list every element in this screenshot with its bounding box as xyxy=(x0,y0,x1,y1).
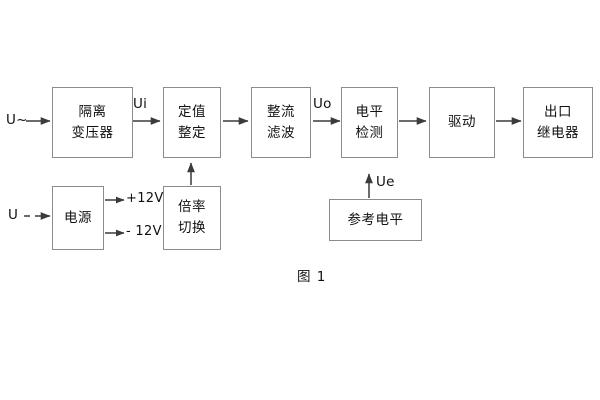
block-setting-value-line-2: 整定 xyxy=(178,124,206,141)
label-input-dc: U xyxy=(8,207,19,223)
block-output-relay: 出口 继电器 xyxy=(523,87,593,158)
block-level-detection-line-2: 检测 xyxy=(355,124,384,141)
block-rectify-filter-line-2: 滤波 xyxy=(267,124,295,141)
label-uo: Uo xyxy=(313,96,332,112)
block-isolation-transformer: 隔离 变压器 xyxy=(52,87,133,158)
block-drive: 驱动 xyxy=(429,87,495,158)
block-rectify-filter-line-1: 整流 xyxy=(267,103,295,120)
block-level-detection-line-1: 电平 xyxy=(355,103,384,120)
block-output-relay-line-1: 出口 xyxy=(544,103,572,120)
figure-caption: 图 1 xyxy=(297,269,327,285)
block-setting-value-line-1: 定值 xyxy=(178,103,206,120)
label-ui: Ui xyxy=(133,96,148,112)
label-input-ac: U~ xyxy=(6,112,28,128)
block-rectify-filter: 整流 滤波 xyxy=(251,87,311,158)
block-power-supply-line-1: 电源 xyxy=(64,209,92,226)
block-multiplier-switch-line-2: 切换 xyxy=(178,220,206,236)
block-reference-level-line-1: 参考电平 xyxy=(347,211,404,228)
label-ue: Ue xyxy=(376,174,395,190)
block-isolation-transformer-line-2: 变压器 xyxy=(71,124,114,141)
block-multiplier-switch-line-1: 倍率 xyxy=(178,199,206,216)
block-power-supply: 电源 xyxy=(52,186,104,250)
block-reference-level: 参考电平 xyxy=(329,199,422,241)
label-rail-positive: +12V xyxy=(126,191,164,206)
block-isolation-transformer-line-1: 隔离 xyxy=(78,103,107,120)
block-level-detection: 电平 检测 xyxy=(341,87,398,158)
block-setting-value: 定值 整定 xyxy=(163,87,221,158)
block-drive-line-1: 驱动 xyxy=(448,114,476,131)
block-output-relay-line-2: 继电器 xyxy=(537,124,579,141)
block-multiplier-switch: 倍率 切换 xyxy=(163,186,221,250)
label-rail-negative: - 12V xyxy=(126,224,162,239)
